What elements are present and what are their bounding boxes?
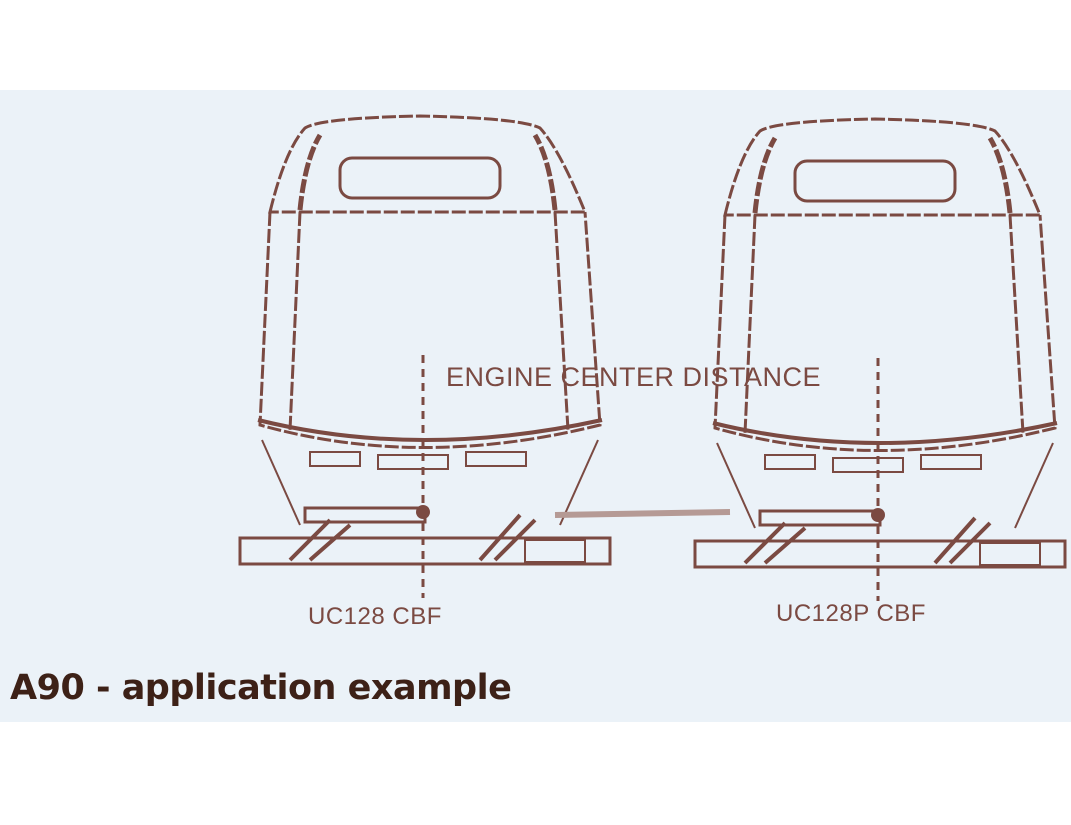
engine-center-distance-label: ENGINE CENTER DISTANCE — [446, 362, 822, 392]
diagram-background — [0, 90, 1071, 722]
right-engine-label: UC128P CBF — [776, 600, 926, 627]
caption-title: A90 - application example — [10, 668, 512, 708]
connecting-shaft — [554, 509, 731, 518]
right-engine — [695, 119, 1065, 601]
left-engine-label: UC128 CBF — [308, 603, 442, 630]
left-engine — [240, 116, 610, 598]
